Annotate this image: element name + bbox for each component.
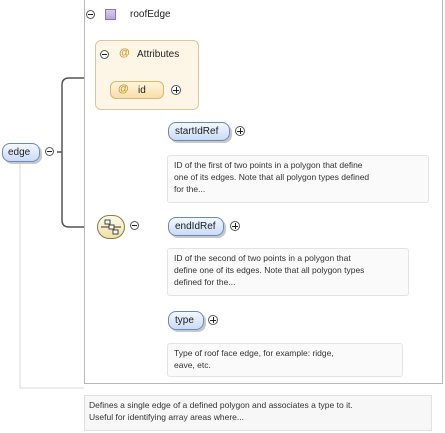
doc-line: ID of the second of two points in a poly… <box>174 253 351 263</box>
sequence-collapse-button[interactable] <box>130 221 139 230</box>
attribute-id[interactable] <box>110 81 164 99</box>
endidref-expand-button[interactable] <box>230 221 240 231</box>
complex-type-icon <box>105 9 116 20</box>
attribute-expand-button[interactable] <box>171 85 181 95</box>
doc-line: define one of its edges. Note that all p… <box>174 265 365 275</box>
attribute-name: id <box>138 85 146 96</box>
doc-line: one of its edges. Note that all polygon … <box>174 172 370 182</box>
root-collapse-button[interactable] <box>45 147 54 156</box>
element-endidref[interactable]: endIdRef <box>168 217 224 236</box>
attributes-label: Attributes <box>137 49 180 60</box>
doc-line: Type of roof face edge, for example: rid… <box>174 348 334 358</box>
type-expand-button[interactable] <box>208 315 218 325</box>
root-element-edge[interactable]: edge <box>2 143 40 162</box>
type-doc: Type of roof face edge, for example: rid… <box>167 343 403 377</box>
element-type[interactable]: type <box>168 311 204 330</box>
startidref-doc: ID of the first of two points in a polyg… <box>167 155 429 203</box>
endidref-doc: ID of the second of two points in a poly… <box>167 248 409 296</box>
type-name: roofEdge <box>130 9 171 20</box>
attributes-collapse-button[interactable] <box>100 50 109 59</box>
attribute-at-icon: @ <box>118 83 129 95</box>
type-collapse-button[interactable] <box>86 10 95 19</box>
startidref-expand-button[interactable] <box>235 126 245 136</box>
element-startidref[interactable]: startIdRef <box>168 122 230 141</box>
doc-line: defined for the... <box>174 277 236 287</box>
doc-line: for the... <box>174 184 206 194</box>
doc-line: ID of the first of two points in a polyg… <box>174 160 363 170</box>
doc-line: eave, etc. <box>174 360 211 370</box>
root-element-doc: Defines a single edge of a defined polyg… <box>84 395 432 431</box>
doc-line: Defines a single edge of a defined polyg… <box>89 400 353 410</box>
doc-line: Useful for identifying array areas where… <box>89 412 244 422</box>
sequence-compositor-icon <box>101 219 121 235</box>
attribute-group-at-icon: @ <box>119 47 130 59</box>
sequence-compositor[interactable] <box>97 215 125 239</box>
